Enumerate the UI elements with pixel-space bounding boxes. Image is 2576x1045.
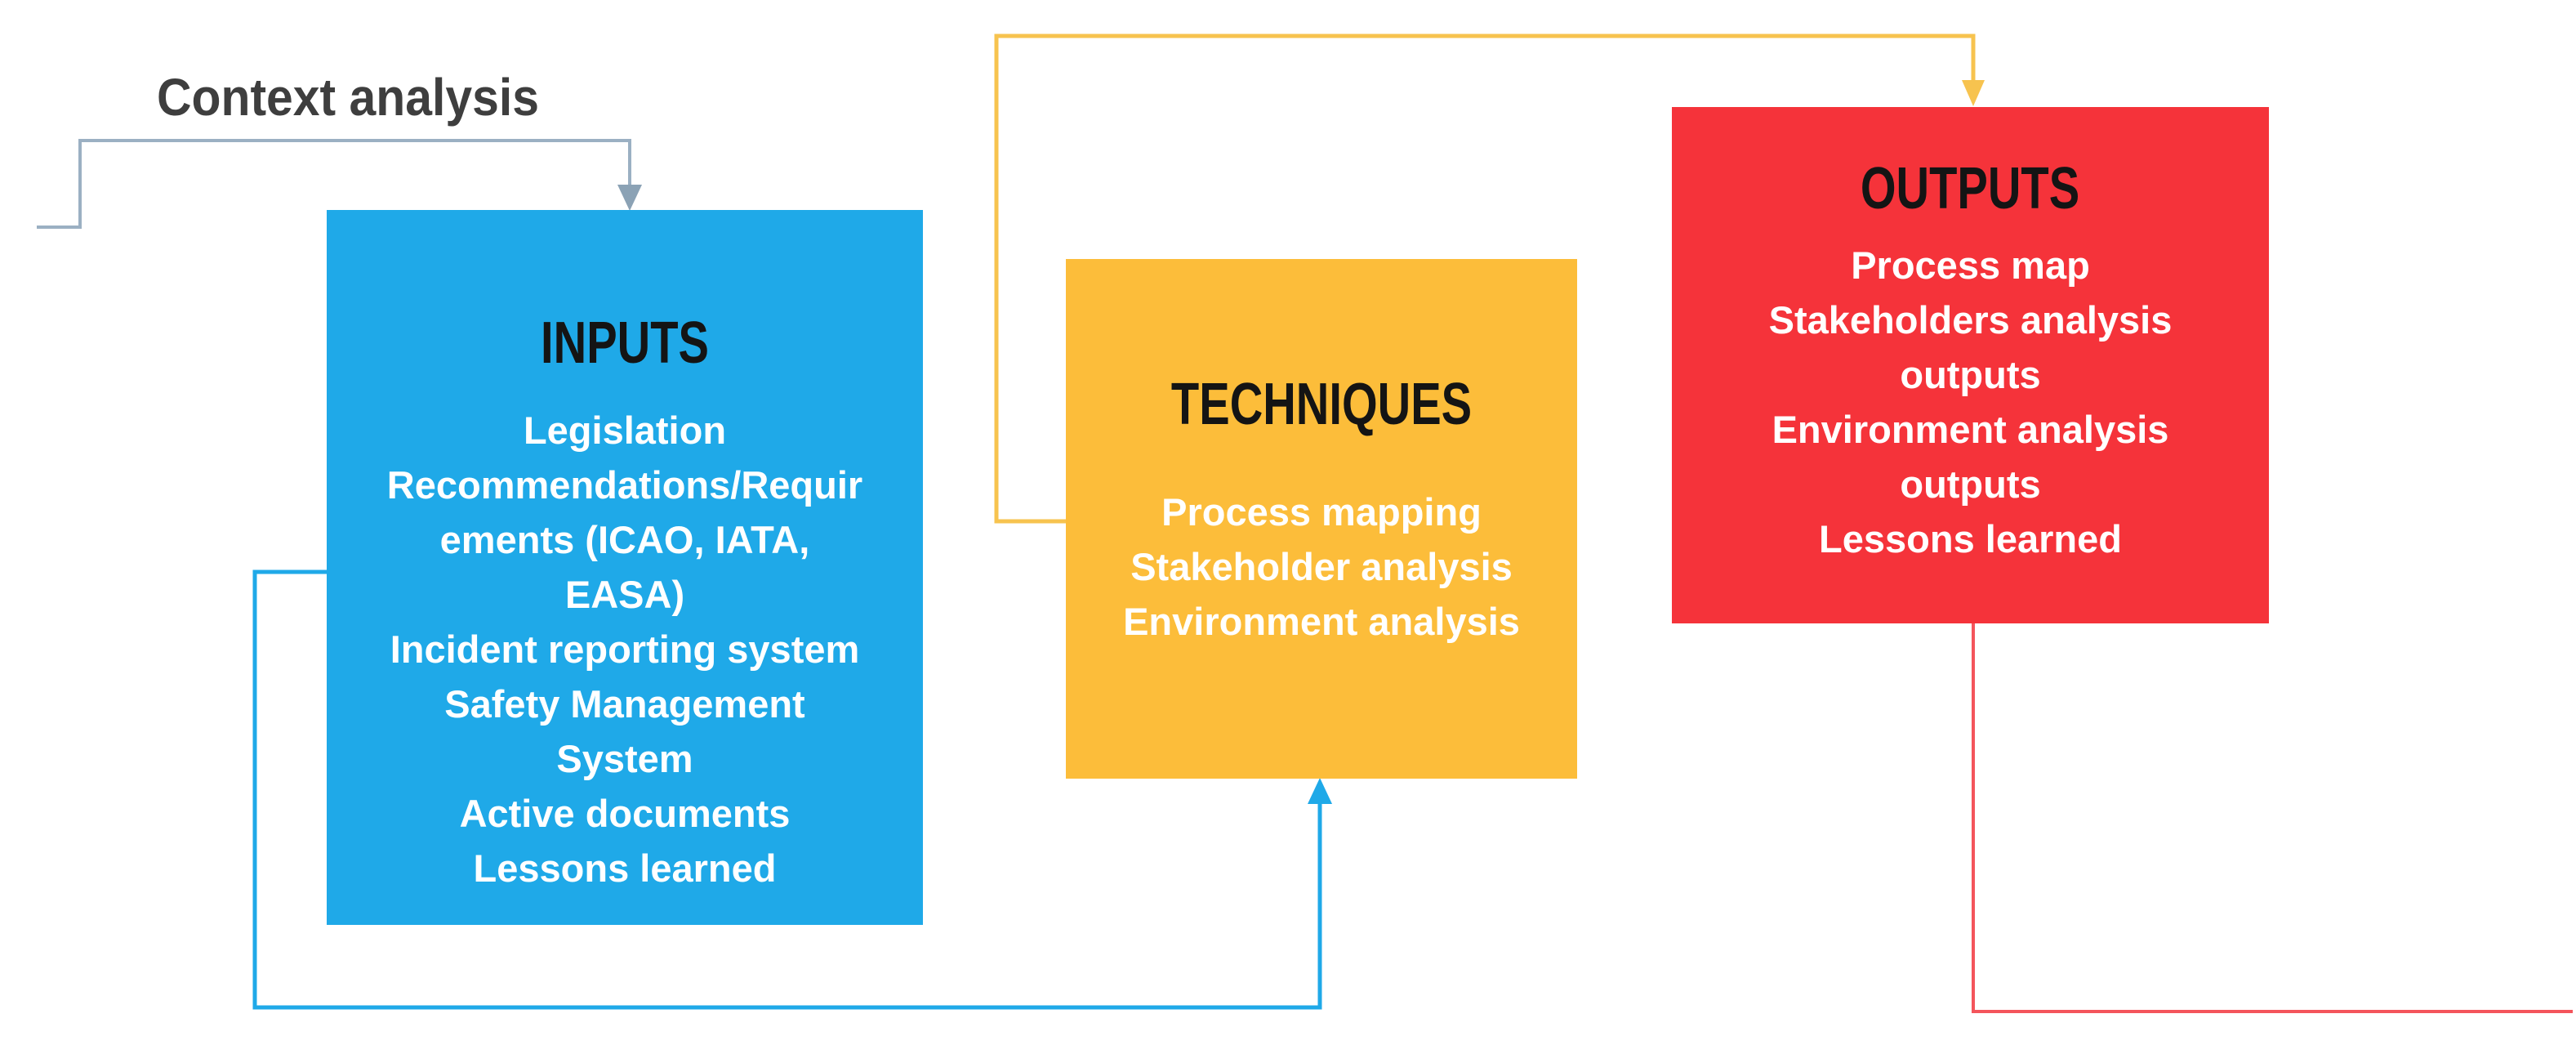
inputs-title-text: INPUTS [541,310,709,376]
inputs-to-techniques-arrow-icon [1308,778,1332,804]
techniques-to-outputs-connector [994,33,1985,524]
inputs-line: Safety Management [444,682,805,726]
techniques-to-outputs-arrow-icon [1962,80,1985,106]
inputs-line: Legislation [523,409,727,452]
techniques-box: TECHNIQUES Process mapping Stakeholder a… [1066,259,1577,779]
inputs-box: INPUTS Legislation Recommendations/Requi… [327,210,923,925]
inputs-title: INPUTS [327,312,923,374]
outputs-box: OUTPUTS Process map Stakeholders analysi… [1672,107,2269,623]
inputs-line: EASA) [564,573,685,616]
outputs-line: Process map [1851,243,2090,287]
outputs-line: outputs [1900,462,2041,506]
techniques-title-text: TECHNIQUES [1170,372,1473,437]
outputs-title-text: OUTPUTS [1861,156,2080,221]
outputs-title: OUTPUTS [1672,158,2269,220]
context-connector [37,139,642,229]
context-analysis-label: Context analysis [157,68,539,127]
inputs-to-techniques-connector [252,569,1332,1010]
inputs-line: Incident reporting system [390,627,860,671]
outputs-exit-line [1972,623,2573,1013]
context-connector-line [37,139,631,229]
outputs-line: Stakeholders analysis [1768,298,2173,342]
inputs-line: Lessons learned [473,846,777,890]
outputs-line: Environment analysis [1772,408,2169,451]
outputs-body: Process map Stakeholders analysis output… [1672,238,2269,566]
techniques-line: Process mapping [1161,490,1482,534]
inputs-line: Recommendations/Requir [386,463,863,507]
techniques-to-outputs-line [994,33,1976,524]
outputs-exit-connector [1972,623,2573,1013]
techniques-title: TECHNIQUES [1066,373,1577,435]
context-arrow-icon [617,185,642,211]
inputs-body: Legislation Recommendations/Requir ement… [327,403,923,895]
techniques-body: Process mapping Stakeholder analysis Env… [1066,485,1577,649]
outputs-line: outputs [1900,353,2041,396]
outputs-line: Lessons learned [1819,517,2122,560]
inputs-to-techniques-line [252,569,1322,1010]
techniques-line: Stakeholder analysis [1130,545,1513,588]
inputs-line: ements (ICAO, IATA, [439,518,810,561]
techniques-line: Environment analysis [1123,600,1520,643]
inputs-line: Active documents [459,792,791,835]
inputs-line: System [556,737,693,780]
